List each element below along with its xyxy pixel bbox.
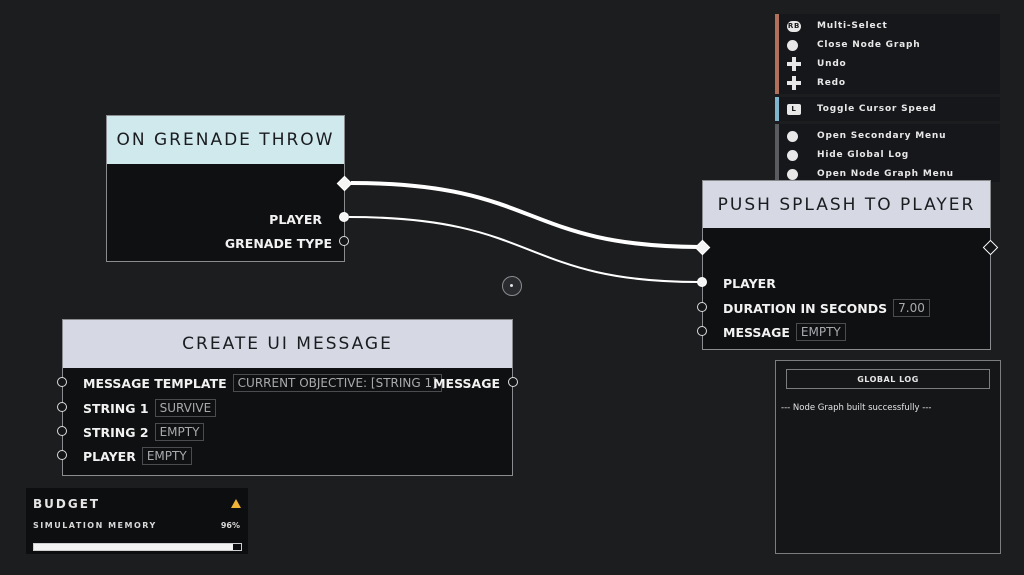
memory-bar-fill: [34, 544, 233, 550]
control-label: Undo: [817, 59, 847, 69]
port-label: STRING 1: [83, 400, 149, 416]
message-output-pin[interactable]: [508, 377, 518, 387]
log-entry: --- Node Graph built successfully ---: [781, 403, 932, 413]
budget-panel: BUDGET SIMULATION MEMORY 96%: [26, 488, 248, 554]
output-grenade-type: GRENADE TYPE: [225, 233, 332, 253]
budget-title: BUDGET: [33, 497, 101, 511]
control-label: Multi-Select: [817, 21, 888, 31]
input-string-1: STRING 1 SURVIVE: [83, 398, 217, 418]
control-redo: Redo: [787, 74, 846, 92]
accent-bar: [775, 14, 779, 94]
b-button-icon: [787, 39, 798, 51]
control-label: Hide Global Log: [817, 150, 910, 160]
input-player: PLAYER EMPTY: [83, 446, 192, 466]
control-multi-select: RB Multi-Select: [787, 17, 888, 35]
control-close-node-graph: Close Node Graph: [787, 36, 920, 54]
control-open-node-graph-menu: Open Node Graph Menu: [787, 165, 954, 183]
control-open-secondary-menu: Open Secondary Menu: [787, 127, 946, 145]
node-title: ON GRENADE THROW: [107, 116, 344, 164]
control-label: Toggle Cursor Speed: [817, 104, 937, 114]
accent-bar: [775, 124, 779, 182]
dpad-right-icon: [787, 76, 801, 90]
y-button-icon: [787, 130, 798, 142]
control-label: Open Node Graph Menu: [817, 169, 954, 179]
exec-wire: [350, 181, 700, 249]
player-wire: [348, 216, 700, 283]
input-string-2: STRING 2 EMPTY: [83, 422, 205, 442]
message-input-pin[interactable]: [697, 326, 707, 336]
port-label: PLAYER: [723, 275, 776, 291]
control-hide-global-log: Hide Global Log: [787, 146, 909, 164]
message-value-field[interactable]: EMPTY: [795, 323, 846, 341]
port-label: MESSAGE TEMPLATE: [83, 375, 227, 391]
global-log-title: GLOBAL LOG: [786, 369, 990, 389]
node-title: CREATE UI MESSAGE: [63, 320, 512, 368]
memory-bar-track: [33, 543, 242, 551]
message-template-input-pin[interactable]: [57, 377, 67, 387]
input-message-template: MESSAGE TEMPLATE CURRENT OBJECTIVE: [STR…: [83, 373, 442, 393]
input-message: MESSAGE EMPTY: [723, 322, 846, 342]
player-input-pin[interactable]: [57, 450, 67, 460]
input-player: PLAYER: [723, 273, 776, 293]
string-1-input-pin[interactable]: [57, 402, 67, 412]
string-1-field[interactable]: SURVIVE: [154, 399, 217, 417]
simulation-memory-label: SIMULATION MEMORY: [33, 521, 157, 530]
string-2-field[interactable]: EMPTY: [154, 423, 205, 441]
grenade-type-output-pin[interactable]: [339, 236, 349, 246]
global-log-panel: GLOBAL LOG --- Node Graph built successf…: [775, 360, 1001, 554]
output-player: PLAYER: [269, 209, 322, 229]
port-label: STRING 2: [83, 424, 149, 440]
control-label: Open Secondary Menu: [817, 131, 947, 141]
control-toggle-cursor-speed: L Toggle Cursor Speed: [787, 100, 937, 118]
port-label: MESSAGE: [723, 324, 790, 340]
warning-icon: [231, 499, 241, 508]
duration-input-pin[interactable]: [697, 302, 707, 312]
player-output-pin[interactable]: [339, 212, 349, 222]
node-title: PUSH SPLASH TO PLAYER: [703, 181, 990, 228]
controls-group-menus: Open Secondary Menu Hide Global Log Open…: [775, 124, 1000, 182]
left-stick-icon: L: [787, 103, 801, 115]
simulation-memory-value: 96%: [220, 521, 240, 530]
dpad-left-icon: [787, 57, 801, 71]
control-undo: Undo: [787, 55, 847, 73]
rb-button-icon: RB: [787, 20, 801, 32]
node-push-splash-to-player[interactable]: PUSH SPLASH TO PLAYER PLAYER DURATION IN…: [702, 180, 991, 350]
player-input-pin[interactable]: [697, 277, 707, 287]
accent-bar: [775, 97, 779, 121]
view-button-icon: [787, 149, 798, 161]
control-label: Redo: [817, 78, 846, 88]
cursor-icon: [502, 276, 522, 296]
node-on-grenade-throw[interactable]: ON GRENADE THROW PLAYER GRENADE TYPE: [106, 115, 345, 262]
controls-group-cursor: L Toggle Cursor Speed: [775, 97, 1000, 121]
controls-group-edit: RB Multi-Select Close Node Graph Undo Re…: [775, 14, 1000, 94]
port-label: PLAYER: [83, 448, 136, 464]
player-field[interactable]: EMPTY: [141, 447, 192, 465]
node-create-ui-message[interactable]: CREATE UI MESSAGE MESSAGE TEMPLATE CURRE…: [62, 319, 513, 476]
duration-value-field[interactable]: 7.00: [893, 299, 930, 317]
string-2-input-pin[interactable]: [57, 426, 67, 436]
control-label: Close Node Graph: [817, 40, 921, 50]
x-button-icon: [787, 168, 798, 180]
port-label: GRENADE TYPE: [224, 235, 332, 251]
output-message: MESSAGE: [433, 373, 500, 393]
port-label: MESSAGE: [433, 375, 500, 391]
port-label: PLAYER: [269, 211, 322, 227]
input-duration: DURATION IN SECONDS 7.00: [723, 298, 930, 318]
message-template-field[interactable]: CURRENT OBJECTIVE: [STRING 1]: [232, 374, 442, 392]
port-label: DURATION IN SECONDS: [723, 300, 888, 316]
